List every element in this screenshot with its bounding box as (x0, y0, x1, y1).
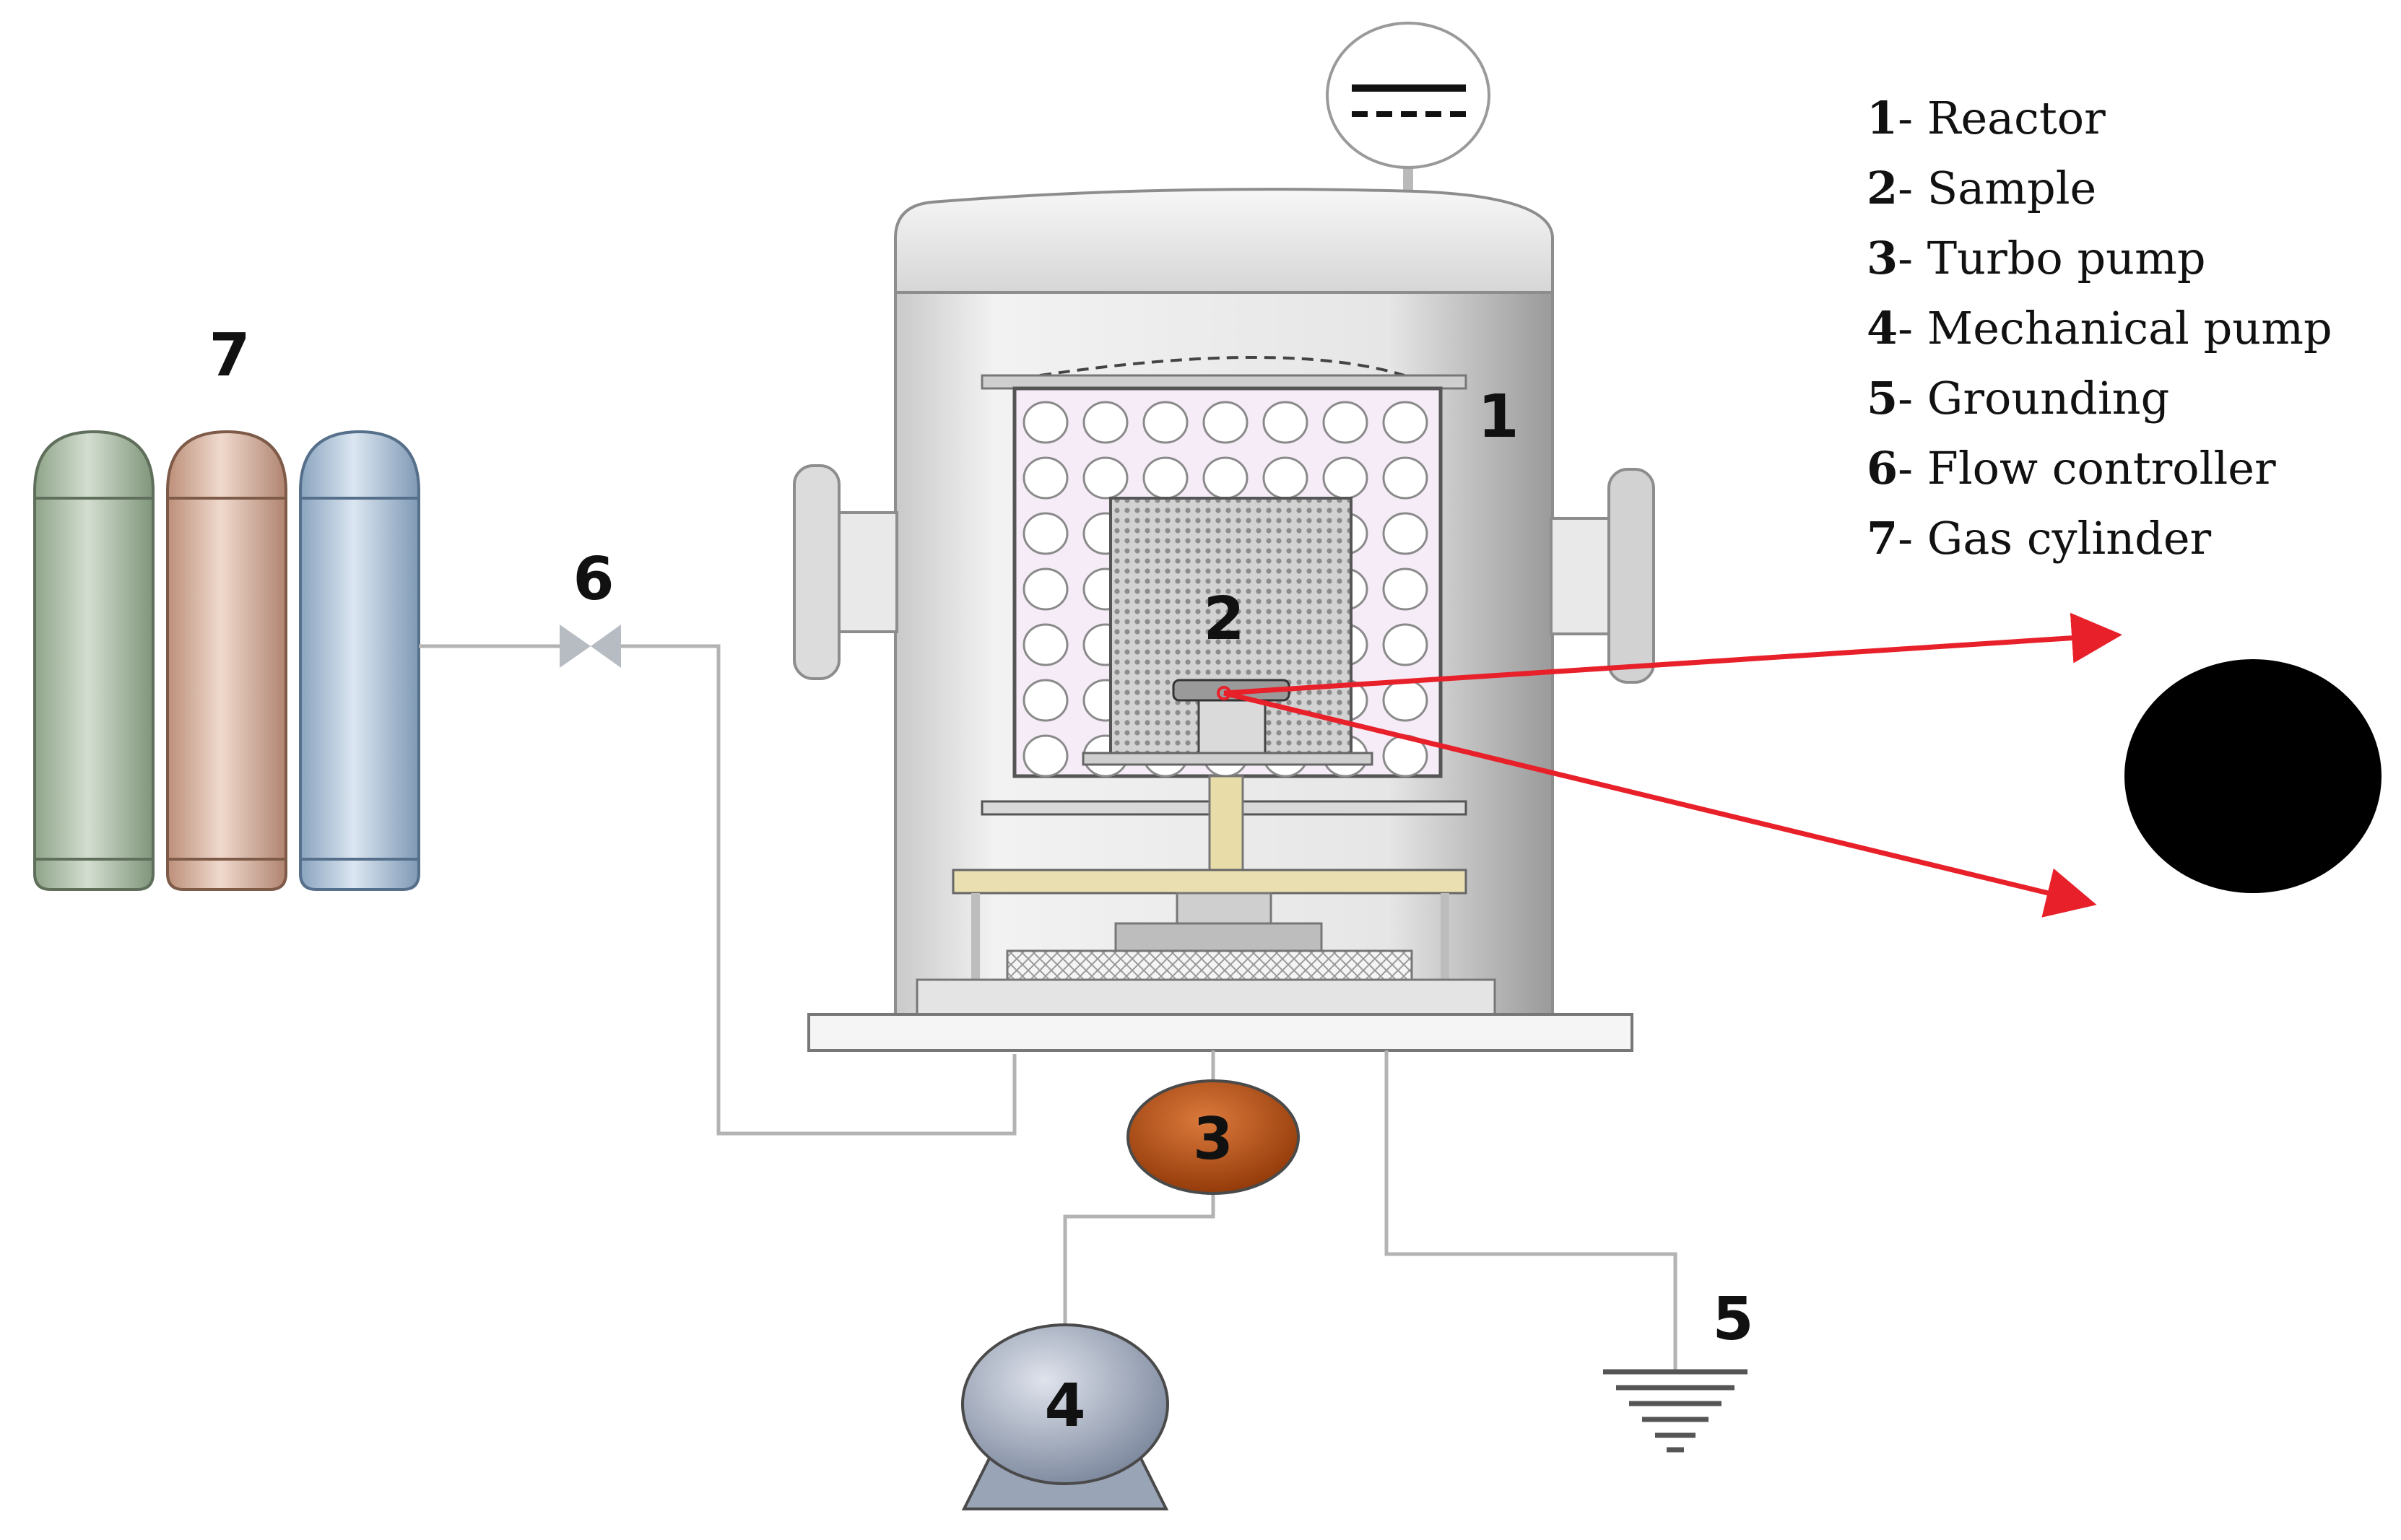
label-gas-cylinder: 7 (209, 321, 250, 390)
label-sample: 2 (1203, 585, 1244, 653)
cage-hole (1023, 567, 1069, 611)
gas-cylinders: 7 (33, 321, 420, 891)
cage-hole (1202, 401, 1249, 444)
legend-item-number: 7 (1867, 512, 1898, 565)
legend-item: 1- Reactor (1867, 92, 2106, 144)
label-grounding: 5 (1712, 1285, 1753, 1354)
label-turbo-pump: 3 (1193, 1105, 1233, 1173)
ground-icon (1603, 1369, 1747, 1453)
gas-line (419, 644, 1017, 1136)
cage-hole (1322, 456, 1368, 500)
cage-hole (1262, 401, 1308, 444)
cage-hole (1082, 401, 1129, 444)
label-reactor: 1 (1477, 383, 1519, 451)
label-mechanical-pump: 4 (1044, 1372, 1085, 1440)
cage-hole (1382, 567, 1428, 611)
legend-item-text: - Flow controller (1898, 442, 2276, 495)
target-disk (2124, 659, 2382, 893)
legend-item: 5- Grounding (1867, 372, 2169, 425)
cage-hole (1142, 456, 1189, 500)
cage-hole (1023, 679, 1069, 722)
gas-cylinder-blue (299, 430, 420, 891)
sample-stage (1082, 679, 1373, 766)
cage-hole (1023, 401, 1069, 444)
legend-item-text: - Reactor (1898, 92, 2106, 144)
reactor-chamber: 2 1 (793, 22, 1655, 1016)
ground-line (1384, 1050, 1677, 1372)
left-port (793, 464, 898, 680)
cage-hole (1023, 623, 1069, 666)
legend-item-number: 3 (1867, 232, 1898, 284)
cage-hole (1382, 456, 1428, 500)
cage-hole (1382, 401, 1428, 444)
cage-hole (1382, 512, 1428, 555)
label-flow-controller: 6 (573, 545, 614, 614)
cage-hole (1262, 456, 1308, 500)
legend-item: 3- Turbo pump (1867, 232, 2206, 284)
legend-item-number: 4 (1867, 302, 1898, 354)
gas-cylinder-green (33, 430, 155, 891)
cage-hole (1202, 456, 1249, 500)
right-port (1550, 468, 1655, 684)
base-plate (807, 1013, 1633, 1052)
cage-hole (1082, 456, 1129, 500)
legend-item-text: - Mechanical pump (1898, 302, 2332, 354)
mechanical-pump: 4 (961, 1323, 1169, 1510)
legend-item-text: - Sample (1898, 162, 2096, 214)
legend-item: 6- Flow controller (1867, 442, 2276, 495)
legend-item: 4- Mechanical pump (1867, 302, 2332, 354)
turbo-pump: 3 (1126, 1079, 1300, 1195)
legend-item-number: 6 (1867, 442, 1898, 495)
legend-item-text: - Turbo pump (1898, 232, 2205, 284)
laser-beams (1217, 612, 2122, 918)
legend-item-text: - Grounding (1898, 372, 2169, 425)
cage-hole (1023, 456, 1069, 500)
legend-item-number: 1 (1867, 92, 1898, 144)
cage-hole (1382, 623, 1428, 666)
cage-hole (1322, 401, 1368, 444)
legend-item-number: 5 (1867, 372, 1898, 425)
legend-item-text: - Gas cylinder (1898, 512, 2211, 565)
cage-hole (1142, 401, 1189, 444)
valve-icon[interactable] (560, 625, 621, 668)
cage-hole (1023, 512, 1069, 555)
legend-item-number: 2 (1867, 162, 1898, 214)
gas-cylinder-brown (166, 430, 287, 891)
dc-power-supply-icon (1326, 22, 1490, 169)
vacuum-lines (1063, 1050, 1215, 1325)
legend-item: 2- Sample (1867, 162, 2096, 214)
legend-item: 7- Gas cylinder (1867, 512, 2212, 565)
cage-hole (1382, 679, 1428, 722)
cage-hole (1023, 734, 1069, 778)
